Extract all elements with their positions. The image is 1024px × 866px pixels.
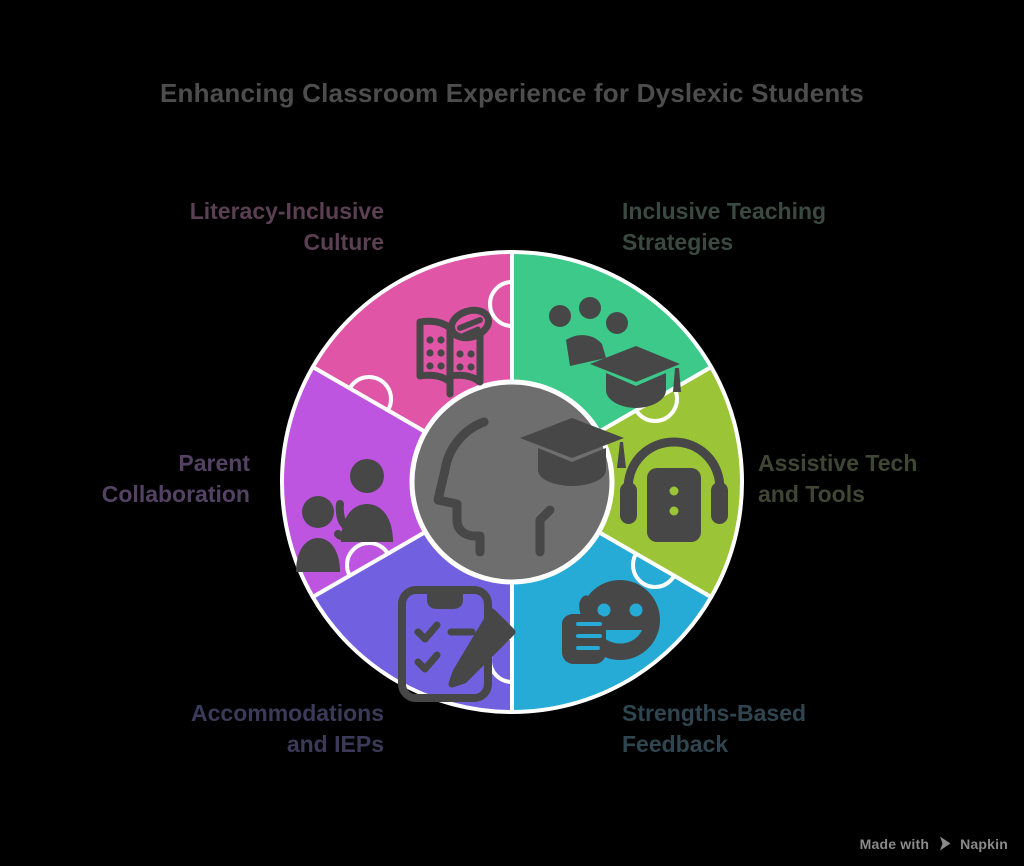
segment-label-assistive-tech-and-tools: Assistive Tech and Tools <box>758 450 918 507</box>
napkin-logo-icon <box>940 836 951 851</box>
head-graduation-cap-icon <box>433 417 555 557</box>
center-hub <box>409 379 626 585</box>
napkin-watermark[interactable]: Made with Napkin <box>860 835 1008 852</box>
puzzle-wheel-diagram <box>262 250 762 714</box>
clipboard-checklist-pencil-icon <box>398 586 516 702</box>
segment-label-literacy-inclusive-culture: Literacy-Inclusive Culture <box>189 198 384 255</box>
segment-label-strengths-based-feedback: Strengths-Based Feedback <box>622 700 807 757</box>
segment-label-inclusive-teaching-strategies: Inclusive Teaching Strategies <box>622 198 827 255</box>
two-people-handshake-icon <box>296 459 393 572</box>
group-graduation-cap-icon <box>549 297 681 408</box>
watermark-prefix-text: Made with <box>859 835 930 852</box>
watermark-brand-text: Napkin <box>960 835 1008 852</box>
segment-label-parent-collaboration: Parent Collaboration <box>101 450 250 507</box>
headphones-device-icon <box>620 437 728 542</box>
smiley-thumbs-up-icon <box>562 580 660 664</box>
graduation-cap-glyph <box>520 418 626 486</box>
page-title: Enhancing Classroom Experience for Dysle… <box>160 78 864 108</box>
segment-label-accommodations-and-ieps: Accommodations and IEPs <box>191 700 384 757</box>
braille-open-book-icon <box>416 306 493 398</box>
